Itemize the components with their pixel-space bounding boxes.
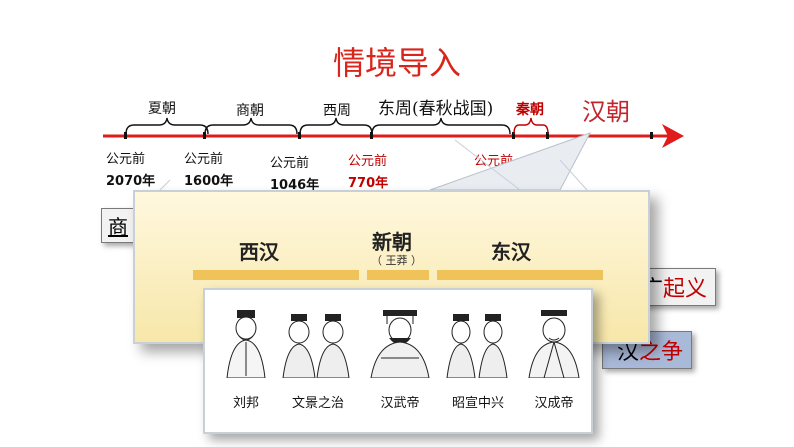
figure-han-chengdi bbox=[528, 310, 580, 378]
era-bar-eastern-han bbox=[437, 270, 603, 280]
figure-han-wudi bbox=[370, 310, 430, 378]
timeline-axis bbox=[103, 117, 684, 148]
figure-name: 汉武帝 bbox=[380, 396, 420, 411]
dynasty-label-eastern-zhou: 东周(春秋战国) bbox=[378, 99, 494, 119]
figure-zhao-xuan bbox=[446, 314, 508, 378]
figure-wen-jing bbox=[282, 314, 350, 378]
era-bar-xin bbox=[367, 270, 429, 280]
date-label-western-zhou: 公元前 1046年 bbox=[270, 156, 320, 193]
era-bar-western-han bbox=[193, 270, 359, 280]
era-xin-ruler: （ 王莽 ） bbox=[371, 254, 422, 267]
date-label-shang: 公元前 1600年 bbox=[184, 152, 234, 189]
date-label-eastern-zhou: 公元前 770年 bbox=[348, 154, 389, 191]
side-tag-shang[interactable]: 商 bbox=[101, 208, 135, 243]
figure-name: 文景之治 bbox=[291, 396, 344, 411]
dynasty-label-qin: 秦朝 bbox=[516, 102, 544, 118]
figure-liu-bang bbox=[226, 310, 266, 378]
figure-name: 汉成帝 bbox=[534, 396, 574, 411]
emperor-popup: 刘邦 文景之治 汉武帝 昭宣中兴 汉成帝 bbox=[203, 288, 593, 434]
dynasty-label-xia: 夏朝 bbox=[148, 101, 176, 117]
era-western-han: 西汉 bbox=[239, 240, 279, 264]
era-xin: 新朝 bbox=[372, 230, 412, 254]
figure-name: 昭宣中兴 bbox=[451, 396, 504, 411]
page-title: 情境导入 bbox=[332, 44, 461, 82]
figure-name: 刘邦 bbox=[232, 396, 259, 411]
dynasty-label-han: 汉朝 bbox=[582, 98, 630, 126]
era-eastern-han: 东汉 bbox=[491, 240, 531, 264]
date-label-xia: 公元前 2070年 bbox=[106, 152, 156, 189]
dynasty-label-western-zhou: 西周 bbox=[323, 103, 351, 119]
dynasty-label-shang: 商朝 bbox=[236, 103, 264, 119]
